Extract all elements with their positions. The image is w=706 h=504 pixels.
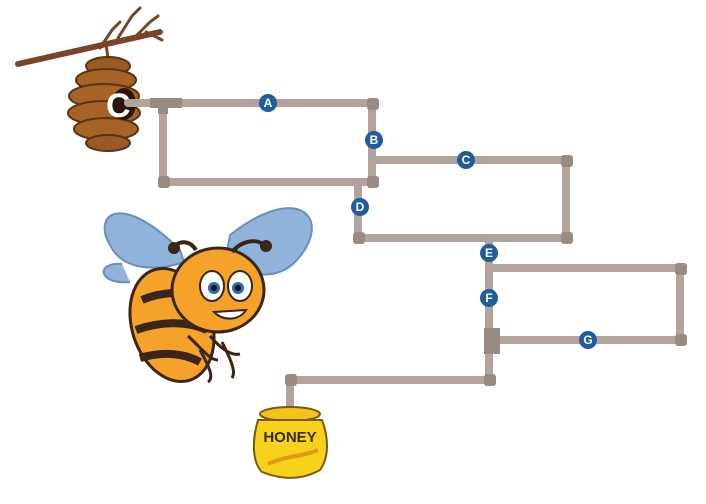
marker-E: E <box>480 244 498 262</box>
svg-text:B: B <box>370 133 379 147</box>
honey-jar-icon: HONEY <box>252 406 328 479</box>
svg-text:A: A <box>264 96 273 110</box>
bee-icon <box>102 207 313 384</box>
svg-text:C: C <box>462 153 471 167</box>
svg-text:D: D <box>356 200 365 214</box>
marker-G: G <box>579 331 597 349</box>
marker-C: C <box>457 151 475 169</box>
branch-icon <box>15 6 164 67</box>
marker-B: B <box>365 131 383 149</box>
svg-text:E: E <box>485 246 493 260</box>
pipe-joints <box>150 98 687 386</box>
beehive-icon: C <box>67 56 141 152</box>
jar-label: HONEY <box>263 429 316 446</box>
svg-text:G: G <box>583 333 592 347</box>
marker-F: F <box>480 289 498 307</box>
svg-text:F: F <box>485 291 492 305</box>
marker-A: A <box>259 94 277 112</box>
marker-D: D <box>351 198 369 216</box>
